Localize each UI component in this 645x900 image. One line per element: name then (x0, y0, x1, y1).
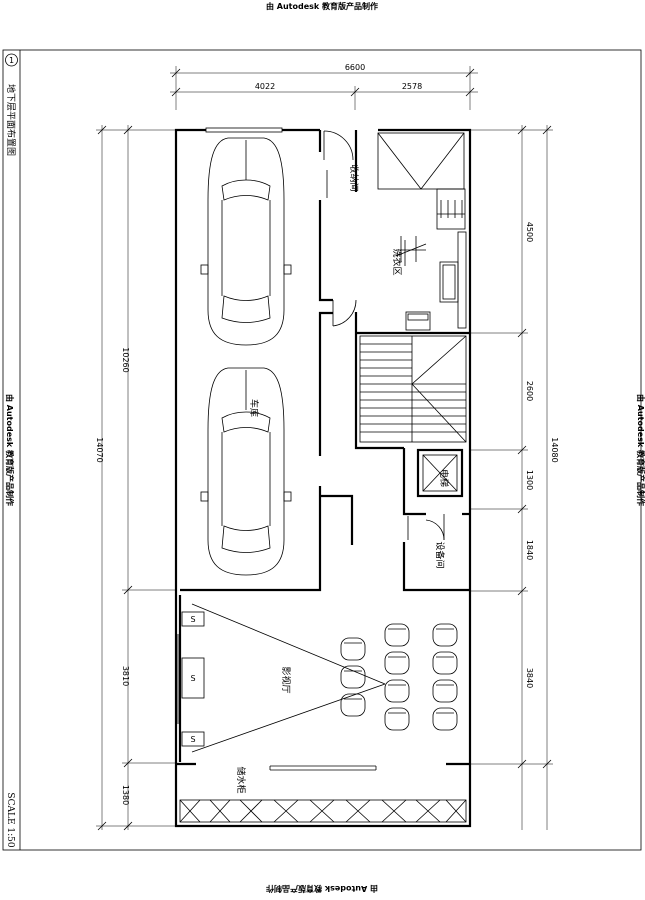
room-label-garage: 车库 (248, 399, 260, 417)
watermark-left: 由 Autodesk 教育版产品制作 (5, 394, 15, 506)
elevator-cab (422, 454, 458, 492)
bottom-cabinet (179, 799, 467, 823)
speaker-bottom: S (190, 735, 195, 744)
drawing-number: 1 (9, 56, 14, 65)
dim-right-5: 3840 (525, 668, 534, 688)
seat (340, 665, 366, 689)
seat (384, 707, 410, 731)
room-label-theater: 影视厅 (280, 666, 292, 693)
stair-flights (359, 335, 467, 443)
car-1 (200, 137, 292, 346)
dimension-lines (96, 66, 553, 831)
theater-seats (340, 623, 458, 731)
dim-left-2: 3810 (121, 666, 130, 686)
dim-right-4: 1840 (525, 540, 534, 560)
seat (432, 707, 458, 731)
watermark-top: 由 Autodesk 教育版产品制作 (266, 1, 378, 11)
dim-right-1: 4500 (525, 222, 534, 242)
seat (384, 623, 410, 647)
storage-fixtures (377, 132, 466, 230)
dim-top-right: 2578 (402, 82, 422, 91)
watermark-bottom: 由 Autodesk 教育版产品制作 (266, 884, 378, 894)
doors (323, 130, 445, 541)
seat (384, 679, 410, 703)
room-label-equipment: 设备间 (434, 541, 446, 568)
watermark-right: 由 Autodesk 教育版产品制作 (636, 394, 645, 506)
dim-right-outer: 14080 (550, 437, 559, 462)
dim-top-left: 4022 (255, 82, 275, 91)
speaker-center: S (190, 674, 195, 683)
room-label-cabinet: 储水柜 (235, 766, 247, 793)
speaker-top: S (190, 615, 195, 624)
seat (340, 637, 366, 661)
room-label-elevator: 电梯 (438, 469, 450, 487)
drawing-scale: SCALE 1:50 (5, 792, 15, 847)
seat (384, 651, 410, 675)
room-label-laundry: 洗衣区 (391, 248, 403, 275)
room-label-storage: 收纳间 (348, 164, 360, 191)
seat (432, 623, 458, 647)
sheet-border (2, 49, 642, 851)
dim-left-1: 10260 (121, 347, 130, 372)
drawing-title: 地下层平面布置图 (5, 84, 17, 156)
dim-right-3: 1300 (525, 470, 534, 490)
dim-right-2: 2600 (525, 381, 534, 401)
dim-left-3: 1380 (121, 785, 130, 805)
laundry-fixtures (395, 231, 467, 331)
seat (432, 679, 458, 703)
car-2 (200, 367, 292, 576)
seat (432, 651, 458, 675)
seat (340, 693, 366, 717)
dim-top-total: 6600 (345, 63, 365, 72)
dim-left-outer: 14070 (95, 437, 104, 462)
walls (174, 127, 472, 828)
